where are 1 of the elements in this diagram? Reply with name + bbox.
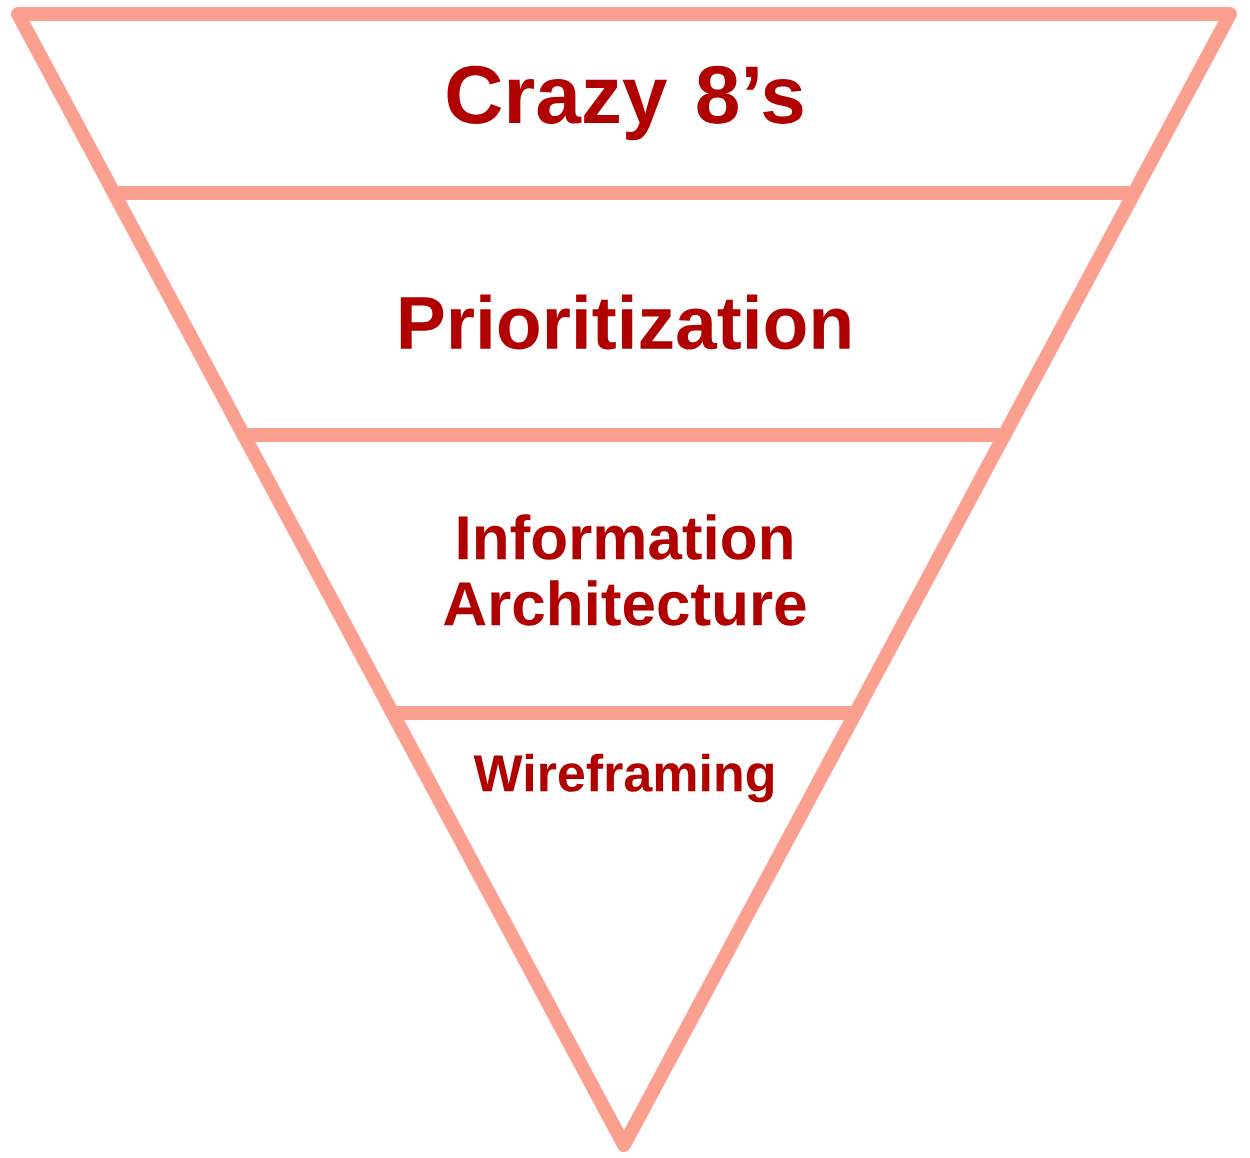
funnel-band: Crazy 8’s [11,7,1237,200]
